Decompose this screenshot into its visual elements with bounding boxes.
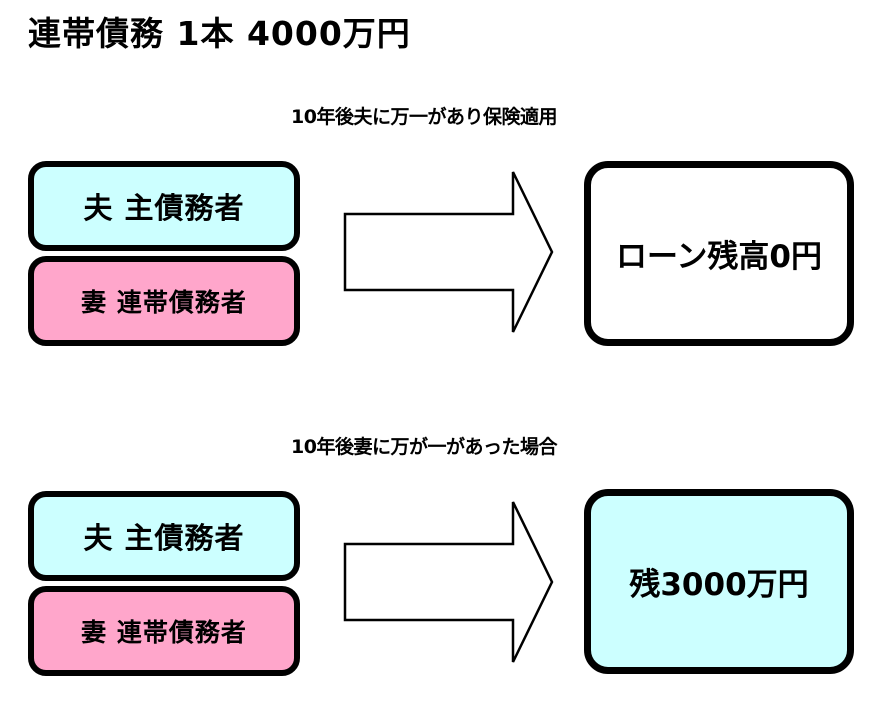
party-box-wife-top: 妻 連帯債務者 — [28, 256, 300, 346]
party-label-wife-top: 妻 連帯債務者 — [81, 288, 247, 317]
party-label-husband-bottom: 夫 主債務者 — [83, 521, 245, 555]
scenario-caption-bottom: 10年後妻に万が一があった場合 — [291, 436, 557, 458]
party-box-wife-bottom: 妻 連帯債務者 — [28, 586, 300, 676]
party-label-wife-bottom: 妻 連帯債務者 — [81, 618, 247, 647]
right-block-arrow-icon-bottom — [341, 496, 556, 668]
party-box-husband-bottom: 夫 主債務者 — [28, 491, 300, 581]
party-label-husband-top: 夫 主債務者 — [83, 191, 245, 225]
scenario-caption-top: 10年後夫に万一があり保険適用 — [291, 106, 557, 128]
right-block-arrow-glyph — [343, 171, 554, 333]
result-label-top: ローン残高0円 — [615, 239, 823, 275]
result-box-top: ローン残高0円 — [584, 161, 854, 346]
party-group-top: 夫 主債務者 妻 連帯債務者 — [28, 161, 300, 346]
right-block-arrow-icon-top — [341, 166, 556, 338]
result-label-bottom: 残3000万円 — [629, 567, 809, 603]
result-box-bottom: 残3000万円 — [584, 489, 854, 674]
party-group-bottom: 夫 主債務者 妻 連帯債務者 — [28, 491, 300, 676]
page-title: 連帯債務 1本 4000万円 — [28, 14, 411, 53]
party-box-husband-top: 夫 主債務者 — [28, 161, 300, 251]
right-block-arrow-glyph — [343, 501, 554, 663]
